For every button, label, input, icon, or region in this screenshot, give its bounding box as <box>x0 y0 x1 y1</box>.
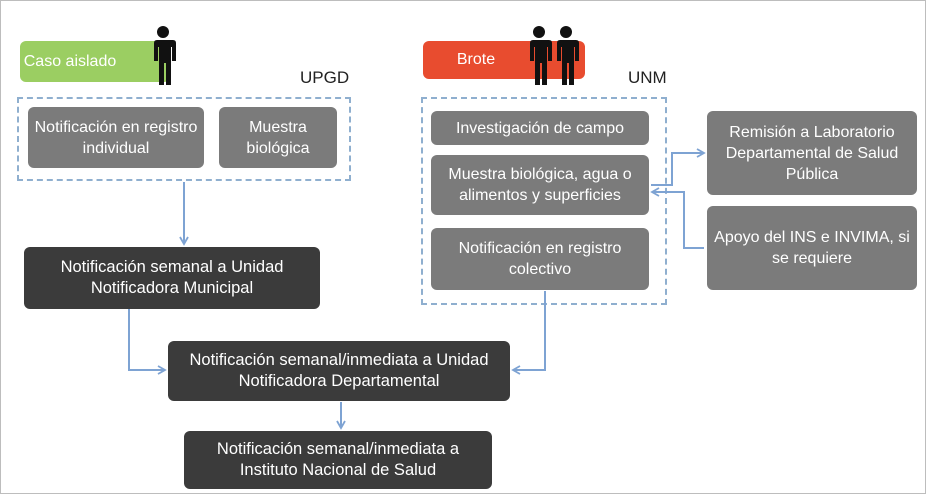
field-investigation-box: Investigación de campo <box>431 111 649 145</box>
biological-sample-text: Muestra biológica <box>246 118 310 157</box>
national-notification-box: Notificación semanal/inmediata a Institu… <box>184 431 492 489</box>
samples-text: Muestra biológica, agua o alimentos y su… <box>448 166 632 204</box>
municipal-notification-box: Notificación semanal a Unidad Notificado… <box>24 247 320 309</box>
isolated-case-tag: Caso aislado <box>20 41 170 82</box>
outbreak-label: Brote <box>456 51 496 68</box>
departmental-notification-box: Notificación semanal/inmediata a Unidad … <box>168 341 510 401</box>
collective-notification-text: Notificación en registro colectivo <box>458 240 622 278</box>
two-people-icon <box>529 26 579 85</box>
individual-notification-box: Notificación en registro individual <box>28 107 204 168</box>
ins-support-text: Apoyo del INS e INVIMA, si se requiere <box>714 229 910 267</box>
arrow-samples-to-lab <box>651 148 706 186</box>
ins-support-box: Apoyo del INS e INVIMA, si se requiere <box>707 206 917 290</box>
samples-box: Muestra biológica, agua o alimentos y su… <box>431 155 649 215</box>
biological-sample-box: Muestra biológica <box>219 107 337 168</box>
arrow-municipal-to-departmental <box>128 309 167 375</box>
collective-notification-box: Notificación en registro colectivo <box>431 228 649 290</box>
field-investigation-text: Investigación de campo <box>455 119 625 137</box>
departmental-notification-text: Notificación semanal/inmediata a Unidad … <box>189 351 489 390</box>
upgd-label: UPGD <box>300 68 350 87</box>
isolated-case-label: Caso aislado <box>23 52 117 70</box>
person-icon <box>153 26 176 85</box>
arrow-ins-to-samples <box>650 187 704 249</box>
upgd-group <box>17 97 351 181</box>
individual-notification-text: Notificación en registro individual <box>34 118 198 157</box>
national-notification-text: Notificación semanal/inmediata a Institu… <box>216 440 460 479</box>
lab-referral-box: Remisión a Laboratorio Departamental de … <box>707 111 917 195</box>
lab-referral-text: Remisión a Laboratorio Departamental de … <box>725 123 899 183</box>
municipal-notification-text: Notificación semanal a Unidad Notificado… <box>60 258 284 297</box>
arrow-collective-to-departmental <box>511 291 546 375</box>
unm-label: UNM <box>628 68 667 87</box>
